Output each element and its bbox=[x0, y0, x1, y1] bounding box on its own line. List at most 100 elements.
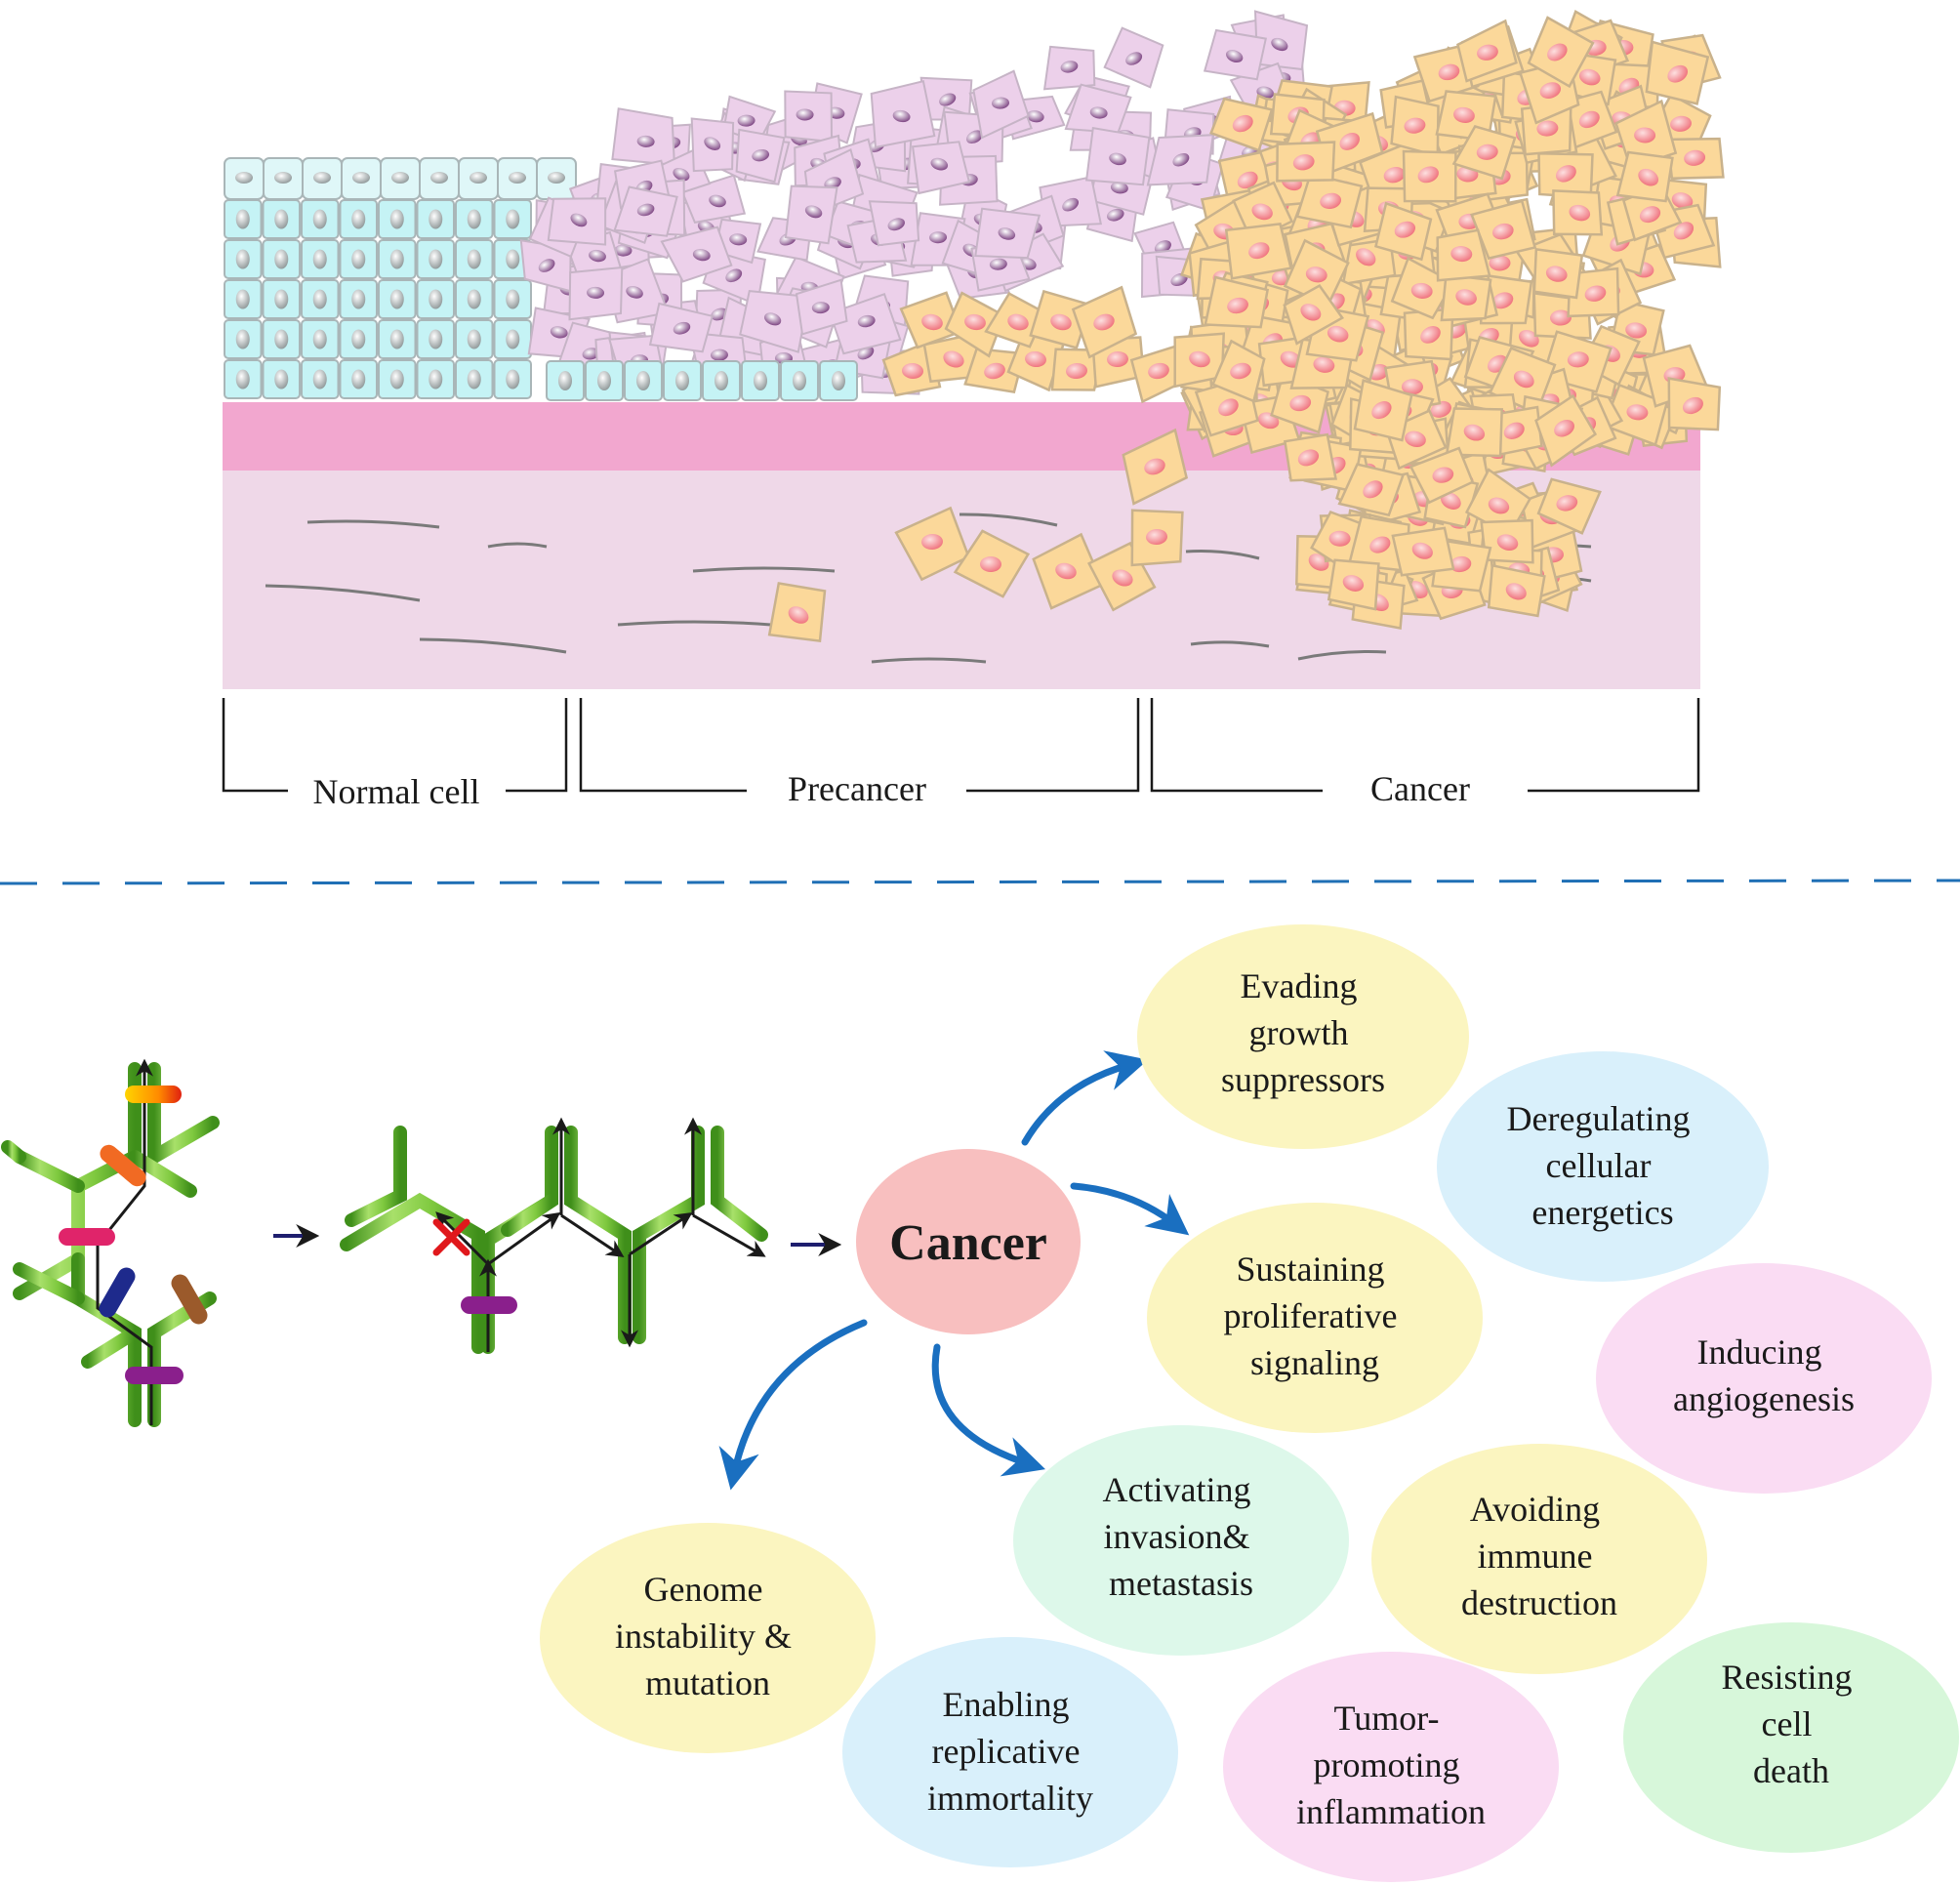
basal-nucleus bbox=[793, 371, 806, 390]
hallmark-tumor-promoting-inflammation: Tumor- promoting inflammation bbox=[1223, 1652, 1559, 1882]
precancer-nucleus bbox=[673, 321, 691, 335]
cancer-nucleus bbox=[1578, 68, 1601, 86]
cancer-nucleus bbox=[1684, 149, 1706, 166]
cancer-nucleus bbox=[1025, 350, 1046, 368]
cancer-nucleus bbox=[1050, 313, 1072, 331]
section-divider bbox=[0, 879, 1960, 885]
stage-label-normal: Normal cell bbox=[313, 772, 480, 811]
cancer-nucleus bbox=[1227, 297, 1248, 314]
precancer-nucleus bbox=[614, 244, 633, 257]
cancer-nucleus bbox=[1638, 168, 1659, 186]
precancer-nucleus bbox=[729, 233, 748, 246]
precancer-nucleus bbox=[796, 108, 814, 121]
normal-nucleus bbox=[467, 209, 481, 229]
cancer-nucleus bbox=[1463, 424, 1486, 441]
stage-brackets bbox=[222, 698, 1700, 793]
cancer-nucleus bbox=[1320, 192, 1342, 209]
basal-nucleus bbox=[558, 371, 572, 390]
normal-nucleus bbox=[274, 329, 289, 349]
cancer-nucleus bbox=[1518, 329, 1539, 348]
precancer-nucleus bbox=[587, 286, 605, 299]
cancer-nucleus bbox=[1405, 430, 1426, 448]
cancer-nucleus bbox=[1450, 246, 1473, 263]
cancer-nucleus bbox=[1450, 555, 1472, 573]
precancer-nucleus bbox=[989, 258, 1007, 270]
normal-nucleus bbox=[506, 329, 520, 349]
normal-nucleus bbox=[313, 172, 331, 184]
cancer-nucleus bbox=[964, 313, 986, 331]
normal-nucleus bbox=[235, 209, 250, 229]
svg-text:Deregulating cellular: Deregulating cellular energetics bbox=[1507, 1099, 1699, 1232]
normal-nucleus bbox=[235, 329, 250, 349]
normal-nucleus bbox=[351, 369, 366, 389]
basal-nucleus bbox=[597, 371, 611, 390]
cancer-nucleus bbox=[1313, 356, 1335, 373]
precancer-nucleus bbox=[710, 348, 728, 361]
precancer-nucleus bbox=[752, 148, 770, 162]
cancer-nucleus bbox=[1146, 528, 1167, 546]
cancer-nucleus bbox=[1492, 223, 1514, 240]
precancer-nucleus bbox=[1226, 50, 1244, 63]
precancer-nucleus bbox=[626, 286, 643, 299]
cancer-nucleus bbox=[1670, 115, 1692, 132]
stroma-fiber bbox=[692, 566, 836, 573]
cancer-nucleus bbox=[1671, 192, 1694, 209]
cancer-nucleus bbox=[1055, 562, 1077, 580]
normal-nucleus bbox=[429, 289, 443, 309]
cancer-nucleus bbox=[1626, 404, 1649, 421]
cancer-nucleus bbox=[921, 533, 943, 551]
cancer-nucleus bbox=[1383, 167, 1406, 184]
arrow-to-sustaining bbox=[1070, 1182, 1190, 1236]
cancer-nucleus bbox=[1536, 120, 1559, 137]
cancer-nucleus bbox=[1550, 309, 1572, 326]
stage-label-precancer: Precancer bbox=[788, 769, 926, 808]
normal-nucleus bbox=[391, 172, 409, 184]
precancer-nucleus bbox=[1109, 152, 1126, 166]
receptor-purple bbox=[125, 1367, 184, 1384]
svg-text:Sustaining proliferati: Sustaining proliferative signaling bbox=[1224, 1250, 1407, 1382]
normal-epithelium bbox=[224, 157, 577, 399]
cancer-nucleus bbox=[1477, 44, 1498, 61]
cancer-nucleus bbox=[1556, 495, 1578, 512]
cancer-nucleus bbox=[1417, 166, 1439, 184]
cancer-nucleus bbox=[1093, 313, 1115, 331]
precancer-nucleus bbox=[998, 227, 1016, 240]
precancer-nucleus bbox=[1271, 37, 1288, 52]
normal-nucleus bbox=[467, 249, 481, 269]
hallmark-bubbles: Evading growth suppressors Deregulating … bbox=[540, 924, 1959, 1882]
cancer-nucleus bbox=[1430, 400, 1451, 418]
precancer-nucleus bbox=[1062, 197, 1080, 212]
precancer-nucleus bbox=[589, 249, 606, 263]
stroma-fiber bbox=[306, 519, 440, 529]
precancer-nucleus bbox=[570, 213, 588, 227]
cancer-nucleus bbox=[943, 350, 964, 368]
cancer-nucleus bbox=[1297, 449, 1320, 467]
basal-nucleus bbox=[715, 371, 728, 390]
normal-nucleus bbox=[352, 172, 370, 184]
precancer-nucleus bbox=[636, 203, 655, 217]
receptor-purple-2 bbox=[461, 1296, 517, 1314]
normal-nucleus bbox=[274, 172, 292, 184]
precancer-nucleus bbox=[1089, 106, 1108, 119]
normal-nucleus bbox=[506, 209, 520, 229]
cancer-nucleus bbox=[1328, 530, 1351, 547]
cancer-nucleus bbox=[1505, 583, 1527, 600]
cancer-nucleus bbox=[1144, 458, 1165, 475]
cancer-nucleus bbox=[1491, 292, 1514, 309]
cancer-nucleus bbox=[1634, 127, 1656, 143]
normal-nucleus bbox=[389, 369, 404, 389]
normal-nucleus bbox=[506, 289, 520, 309]
svg-text:Evading growth: Evading growth suppressors bbox=[1221, 966, 1385, 1099]
normal-nucleus bbox=[429, 369, 443, 389]
precancer-nucleus bbox=[1172, 152, 1190, 167]
normal-nucleus bbox=[429, 249, 443, 269]
receptor-navy bbox=[99, 1267, 136, 1318]
normal-nucleus bbox=[389, 329, 404, 349]
precancer-nucleus bbox=[1125, 52, 1143, 65]
normal-nucleus bbox=[506, 369, 520, 389]
precancer-nucleus bbox=[692, 248, 711, 262]
precancer-nucleus bbox=[992, 97, 1009, 109]
precancer-nucleus bbox=[709, 194, 726, 208]
invading-cancer-cells bbox=[767, 428, 1189, 642]
cancer-nucleus bbox=[1440, 492, 1461, 510]
